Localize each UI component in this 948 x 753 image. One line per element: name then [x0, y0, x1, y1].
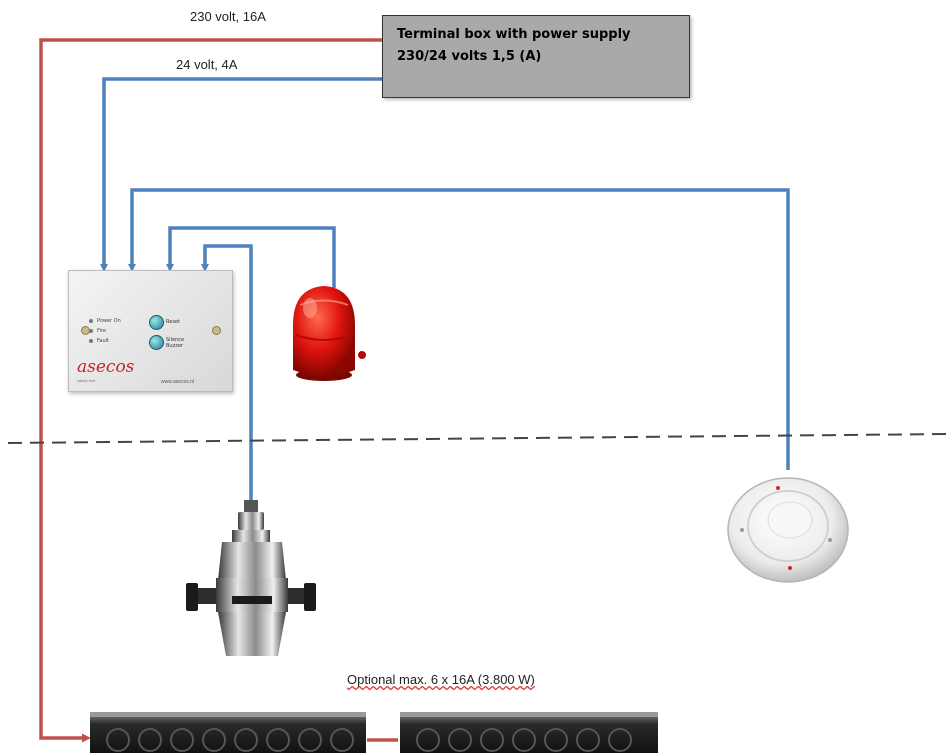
- silence-buzzer-label: Silence Buzzer: [166, 337, 196, 349]
- brand-tagline: safety first: [77, 378, 95, 383]
- reset-button[interactable]: [149, 315, 164, 330]
- power-strip-icon: [400, 712, 658, 753]
- led-icon: [89, 339, 93, 343]
- led-power-on: Power On: [89, 318, 121, 324]
- led-label: Power On: [97, 318, 121, 324]
- silence-buzzer-button[interactable]: [149, 335, 164, 350]
- screw-icon: [212, 326, 221, 335]
- dashed-divider: [8, 434, 948, 443]
- label-24v: 24 volt, 4A: [176, 57, 237, 72]
- led-fire: Fire: [89, 328, 106, 334]
- alarm-beacon-icon: [293, 286, 366, 381]
- led-label: Fire: [97, 328, 106, 334]
- terminal-box: Terminal box with power supply 230/24 vo…: [382, 15, 690, 98]
- asecos-logo: asecos: [77, 357, 134, 377]
- smoke-detector-icon: [728, 478, 848, 582]
- label-230v: 230 volt, 16A: [190, 9, 266, 24]
- label-optional-power-strips: Optional max. 6 x 16A (3.800 W): [347, 672, 535, 687]
- signal-line-24v: [104, 79, 382, 268]
- control-panel: Power On Fire Fault Reset Silence Buzzer…: [68, 270, 233, 392]
- brand-url: www.asecos.nl: [161, 379, 194, 385]
- exhaust-sensor-icon: [186, 500, 316, 656]
- led-fault: Fault: [89, 338, 109, 344]
- reset-button-label: Reset: [166, 319, 180, 325]
- power-strip-icon: [90, 712, 366, 753]
- terminal-box-line-2: 230/24 volts 1,5 (A): [397, 46, 675, 68]
- led-icon: [89, 329, 93, 333]
- terminal-box-line-1: Terminal box with power supply: [397, 24, 675, 46]
- led-icon: [89, 319, 93, 323]
- led-label: Fault: [97, 338, 109, 344]
